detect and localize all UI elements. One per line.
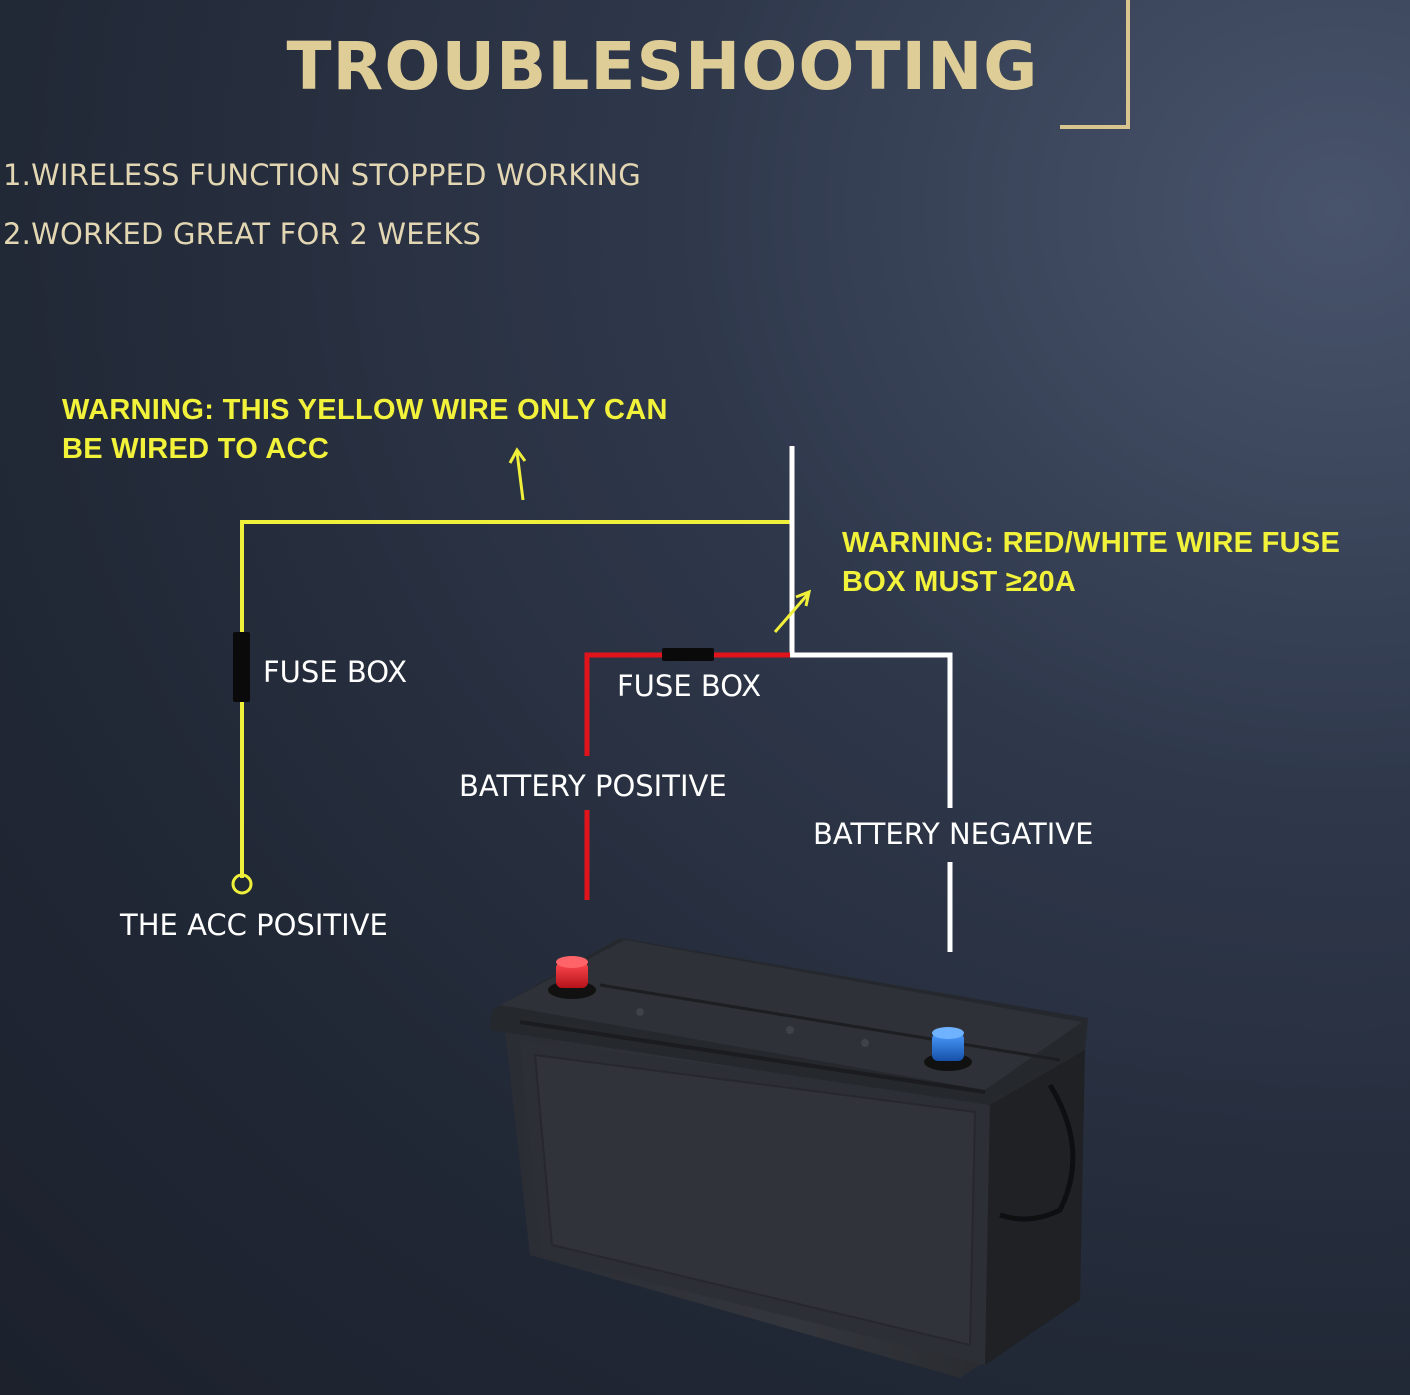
corner-bracket-decoration [1060,0,1130,129]
positive-terminal-icon [556,962,588,988]
arrow-diagonal-icon [773,589,812,633]
car-battery-image [490,938,1088,1378]
yellow-wire-warning-line2: BE WIRED TO ACC [62,433,330,465]
white-wire [789,446,953,808]
issue-item-1: 1.WIRELESS FUNCTION STOPPED WORKING [3,158,641,192]
yellow-wire [240,520,790,878]
fuse-warning-line1: WARNING: RED/WHITE WIRE FUSE [842,527,1341,559]
arrow-up-icon [508,447,527,501]
fuse-box-left-label: FUSE BOX [263,655,408,689]
acc-positive-label: THE ACC POSITIVE [120,908,388,942]
issue-item-2: 2.WORKED GREAT FOR 2 WEEKS [3,217,482,251]
battery-negative-label: BATTERY NEGATIVE [813,817,1094,851]
page-title: TROUBLESHOOTING [286,28,1039,105]
fuse-box-right-label: FUSE BOX [617,669,762,703]
red-wire [584,652,790,756]
battery-positive-label: BATTERY POSITIVE [459,769,727,803]
acc-terminal-icon [231,873,253,895]
fuse-box-left-icon [233,632,250,702]
negative-terminal-icon [932,1033,964,1061]
fuse-warning-line2: BOX MUST ≥20A [842,566,1077,598]
fuse-box-right-icon [662,648,714,661]
yellow-wire-warning-line1: WARNING: THIS YELLOW WIRE ONLY CAN [62,394,668,426]
